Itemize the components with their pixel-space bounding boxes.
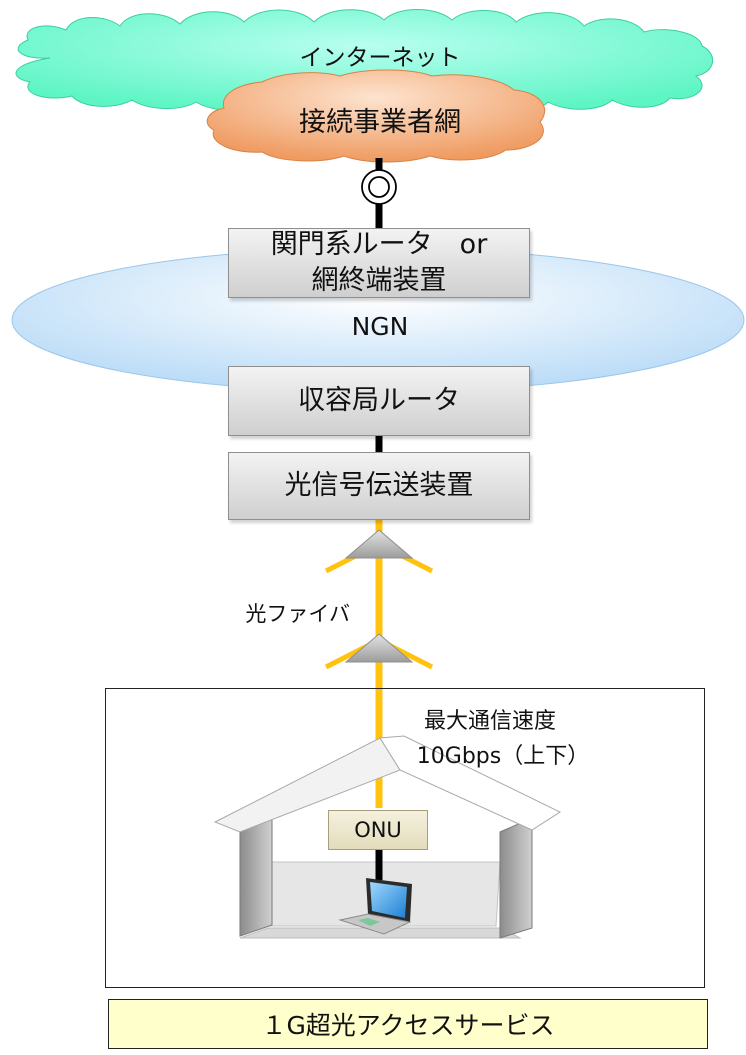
isp-label: 接続事業者網	[299, 107, 461, 138]
olt-box: 光信号伝送装置	[228, 452, 530, 520]
olt-label: 光信号伝送装置	[284, 470, 474, 501]
speed-label-line2: 10Gbps（上下）	[416, 744, 590, 769]
ngn-label: NGN	[351, 312, 409, 341]
splitter-icon	[344, 529, 414, 559]
onu-label: ONU	[354, 818, 402, 842]
service-name-label: １G超光アクセスサービス	[261, 1011, 555, 1040]
service-name-box: １G超光アクセスサービス	[108, 999, 708, 1049]
fiber-label: 光ファイバ	[245, 602, 350, 626]
gateway-router-box: 関門系ルータ or 網終端装置	[228, 228, 530, 298]
speed-label-line1: 最大通信速度	[423, 709, 556, 734]
customer-premises-frame	[105, 688, 705, 988]
laptop-icon	[338, 878, 412, 935]
office-router-box: 収容局ルータ	[228, 366, 530, 436]
splitter-icon	[344, 633, 414, 663]
onu-box: ONU	[328, 810, 428, 850]
isp-network-shape	[206, 69, 546, 163]
office-router-label: 収容局ルータ	[298, 385, 460, 416]
interconnect-point-icon	[361, 169, 397, 205]
gateway-label-line1: 関門系ルータ or	[270, 229, 488, 260]
internet-label: インターネット	[299, 45, 461, 71]
internet-cloud	[15, 9, 713, 113]
gateway-label-line2: 網終端装置	[311, 265, 447, 296]
